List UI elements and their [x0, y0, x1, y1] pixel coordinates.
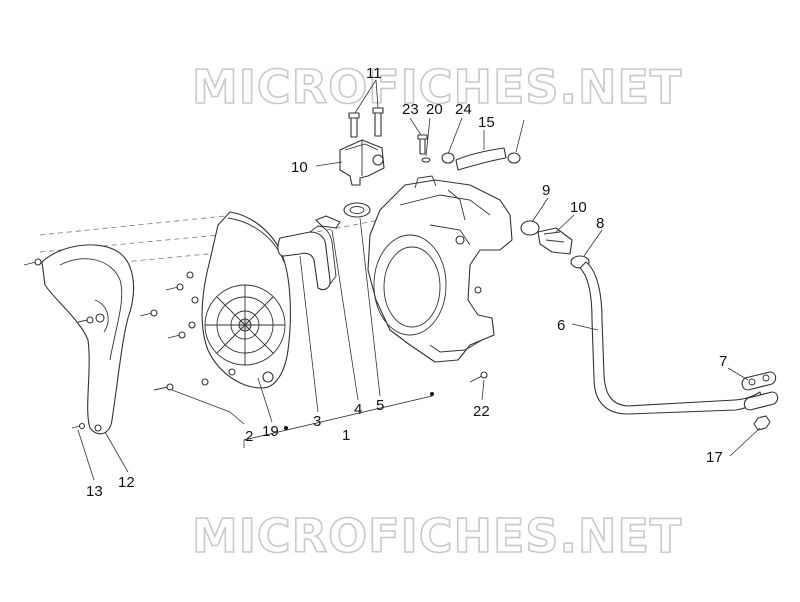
callout-7: 7	[719, 353, 727, 370]
callout-22: 23	[402, 101, 419, 118]
callout-20: 20	[426, 101, 443, 118]
callout-23: 24	[455, 101, 472, 118]
part-pipe-flange	[743, 391, 779, 431]
leader-dot-19	[284, 426, 288, 430]
callout-3: 3	[313, 413, 321, 430]
callout-8: 8	[596, 215, 604, 232]
part-gasket	[343, 202, 371, 218]
part-breather-hose	[441, 147, 521, 171]
callout-13: 12	[118, 474, 135, 491]
callout-10: 10	[570, 199, 587, 216]
callout-1: 1	[342, 427, 350, 444]
callout-6: 6	[557, 317, 565, 334]
watermark-top: MICROFICHES.NET	[192, 60, 682, 114]
part-long-pipe	[579, 261, 763, 415]
callout-17: 17	[706, 449, 723, 466]
callout-5: 5	[376, 397, 384, 414]
callout-19: 19	[262, 423, 279, 440]
callout-21: 22	[473, 403, 490, 420]
part-intake-elbow	[520, 220, 590, 269]
part-valve-body	[339, 139, 385, 186]
part-screw-21	[469, 371, 488, 383]
part-flange-gasket	[741, 371, 777, 391]
part-fan-cover	[201, 211, 291, 389]
callout-14: 13	[86, 483, 103, 500]
part-main-housing	[367, 175, 513, 363]
callout-9: 9	[542, 182, 550, 199]
part-clip	[315, 215, 341, 229]
part-baffle	[277, 225, 337, 291]
callout-11: 10	[291, 159, 308, 176]
callout-2: 2	[245, 428, 253, 445]
callout-12: 11	[366, 65, 382, 82]
leader-lines	[77, 79, 761, 481]
leader-dot-1	[430, 392, 434, 396]
part-outer-cover	[41, 244, 135, 435]
part-screws-left	[23, 258, 209, 430]
watermark-bottom: MICROFICHES.NET	[192, 509, 682, 563]
callout-15: 15	[478, 114, 495, 131]
callout-4: 4	[354, 401, 362, 418]
callout-labels: 11 10 23 20 24 15 9 10 8 6 7 17 22 5 4 3…	[86, 65, 727, 500]
part-bolt-washer	[417, 134, 431, 163]
